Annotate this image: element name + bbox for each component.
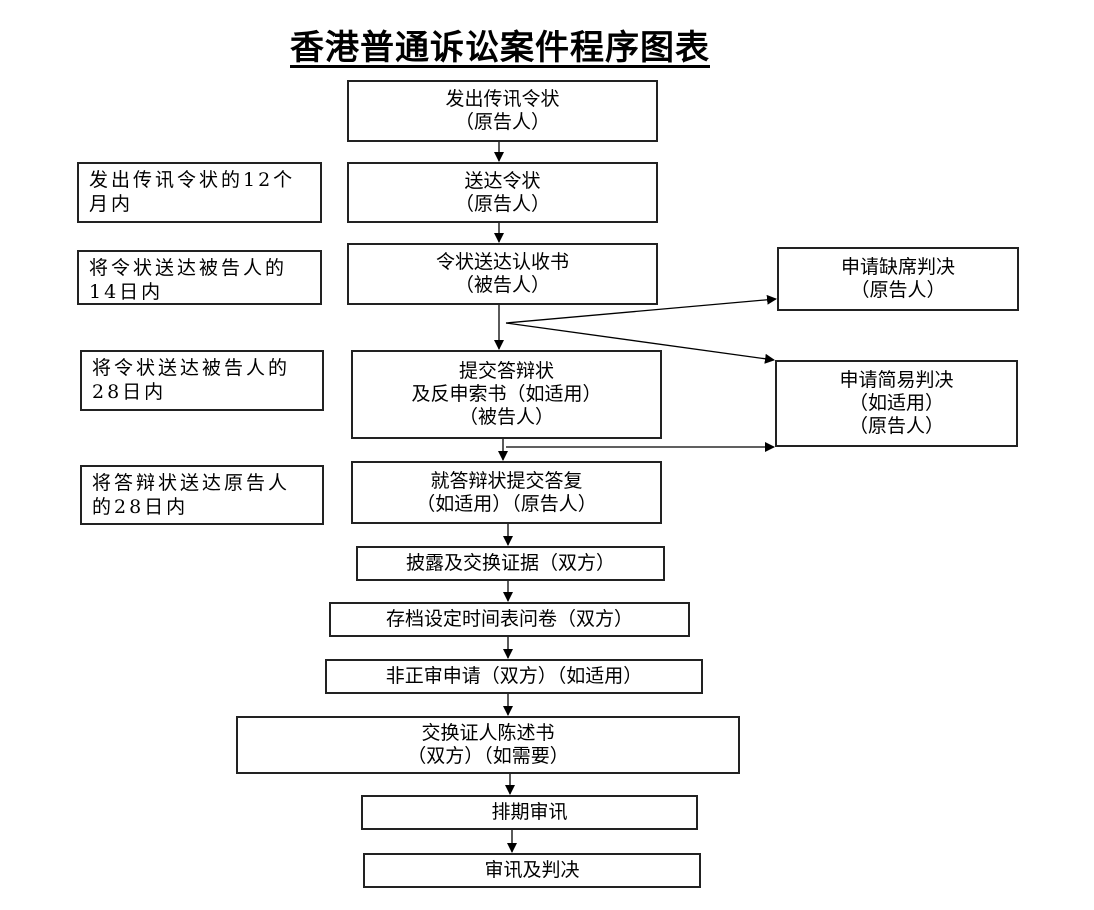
- step-serve-writ: 送达令状 （原告人）: [347, 162, 658, 223]
- branch-line: 申请简易判决: [839, 369, 954, 391]
- note-line: 的28日内: [92, 496, 189, 518]
- arrow-to-summary-judgment: [505, 322, 775, 364]
- step-line: 非正审申请（双方）（如适用）: [385, 665, 643, 687]
- note-line: 将令状送达被告人的: [92, 357, 291, 379]
- step-line: 发出传讯令状: [445, 88, 560, 110]
- step-timetabling-questionnaire: 存档设定时间表问卷（双方）: [329, 602, 690, 637]
- step-line: 就答辩状提交答复: [430, 469, 583, 492]
- note-28-days-defence: 将令状送达被告人的 28日内: [80, 350, 324, 411]
- step-line: 提交答辩状: [458, 360, 554, 382]
- step-witness-statements: 交换证人陈述书 （双方）（如需要）: [236, 716, 740, 774]
- step-issue-writ: 发出传讯令状 （原告人）: [347, 80, 658, 142]
- step-trial-and-judgment: 审讯及判决: [363, 853, 701, 888]
- step-line: （原告人）: [454, 111, 550, 133]
- step-line: 送达令状: [464, 169, 541, 192]
- note-line: 发出传讯令状的12个: [89, 169, 296, 191]
- step-line: 披露及交换证据（双方）: [405, 552, 615, 574]
- step-interlocutory-applications: 非正审申请（双方）（如适用）: [325, 659, 703, 694]
- page-title: 香港普通诉讼案件程序图表: [0, 20, 1000, 69]
- step-line: （被告人）: [454, 274, 550, 296]
- note-line: 月内: [89, 193, 134, 215]
- note-line: 14日内: [89, 281, 164, 303]
- note-14-days: 将令状送达被告人的 14日内: [77, 250, 322, 305]
- note-line: 28日内: [92, 381, 167, 403]
- step-discovery: 披露及交换证据（双方）: [356, 546, 665, 581]
- title-text: 香港普通诉讼案件程序图表: [290, 28, 710, 68]
- step-line: 存档设定时间表问卷（双方）: [385, 608, 633, 630]
- step-file-defence: 提交答辩状 及反申索书（如适用） （被告人）: [351, 350, 662, 439]
- note-28-days-reply: 将答辩状送达原告人 的28日内: [80, 465, 324, 525]
- branch-line: （原告人）: [850, 279, 946, 301]
- branch-default-judgment: 申请缺席判决 （原告人）: [777, 247, 1019, 311]
- branch-line: （如适用）: [848, 392, 944, 414]
- step-line: 审讯及判决: [484, 859, 580, 881]
- step-reply-to-defence: 就答辩状提交答复 （如适用）（原告人）: [351, 461, 662, 524]
- note-line: 将答辩状送达原告人: [92, 472, 291, 494]
- step-line: 交换证人陈述书: [421, 722, 555, 744]
- arrow-to-default-judgment: [505, 294, 777, 324]
- step-line: 令状送达认收书: [435, 251, 569, 273]
- step-acknowledgment-of-service: 令状送达认收书 （被告人）: [347, 243, 658, 305]
- branch-summary-judgment: 申请简易判决 （如适用） （原告人）: [775, 360, 1018, 447]
- branch-line: 申请缺席判决: [840, 256, 955, 278]
- step-line: 排期审讯: [491, 801, 568, 823]
- step-line: （被告人）: [458, 406, 554, 428]
- note-line: 将令状送达被告人的: [89, 257, 288, 279]
- step-line: （双方）（如需要）: [407, 745, 569, 767]
- step-listing-for-trial: 排期审讯: [361, 795, 698, 830]
- step-line: （原告人）: [454, 192, 550, 215]
- note-12-months: 发出传讯令状的12个 月内: [77, 162, 322, 223]
- branch-line: （原告人）: [848, 415, 944, 437]
- step-line: （如适用）（原告人）: [416, 492, 597, 515]
- step-line: 及反申索书（如适用）: [411, 383, 602, 405]
